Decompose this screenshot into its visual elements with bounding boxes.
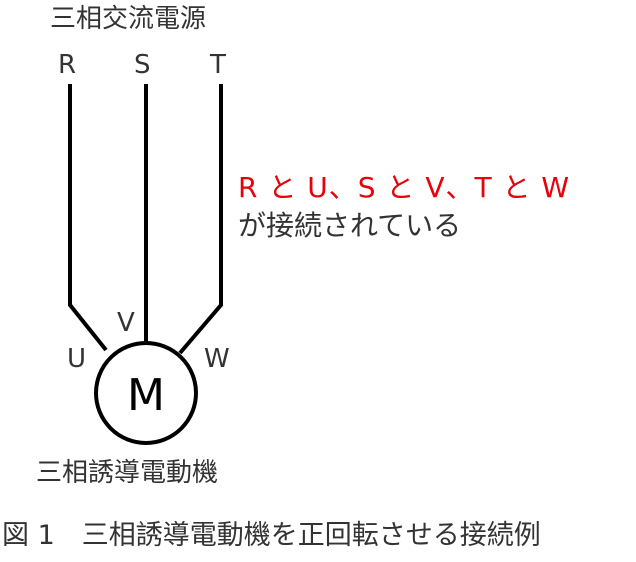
- motor-circle: [94, 341, 198, 445]
- wire-r-to-u: [68, 84, 108, 352]
- phase-t-label: T: [210, 50, 226, 80]
- connection-note-highlight: R と U、S と V、T と W: [238, 171, 571, 204]
- terminal-w-label: W: [204, 344, 230, 374]
- power-source-title: 三相交流電源: [50, 4, 207, 34]
- motor-label: 三相誘導電動機: [36, 458, 219, 488]
- terminal-u-label: U: [67, 344, 87, 374]
- figure-caption: 図 1 三相誘導電動機を正回転させる接続例: [2, 520, 541, 551]
- phase-s-label: S: [134, 50, 151, 80]
- wire-t-to-w: [178, 84, 223, 355]
- phase-r-label: R: [58, 50, 77, 80]
- terminal-v-label: V: [117, 308, 135, 338]
- motor-symbol: M: [127, 370, 165, 421]
- connection-note-text: が接続されている: [238, 209, 462, 242]
